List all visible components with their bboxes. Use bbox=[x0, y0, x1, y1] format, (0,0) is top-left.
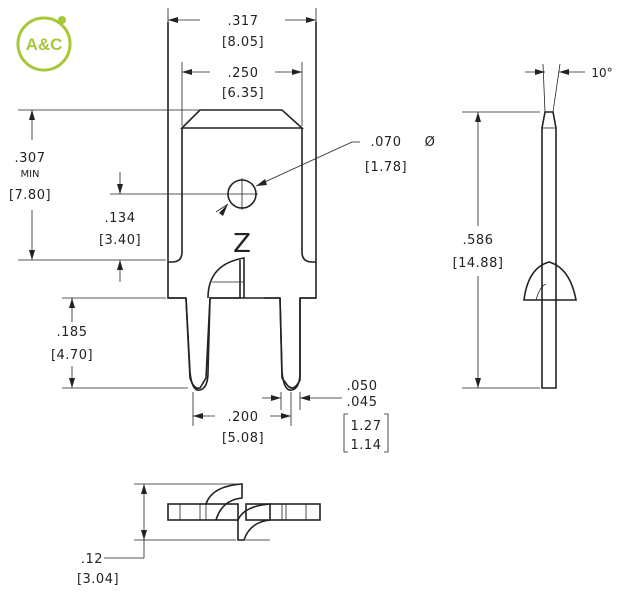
side-dimensions: .586 [14.88] 10° bbox=[453, 63, 613, 389]
leg-spacing-in: .200 bbox=[228, 410, 259, 425]
depth-mm: [3.04] bbox=[77, 572, 119, 587]
overall-width-in: .317 bbox=[228, 14, 259, 29]
tab-length-mm: [7.80] bbox=[9, 188, 51, 203]
angle-label: 10° bbox=[591, 66, 612, 80]
hole-pos-mm: [3.40] bbox=[99, 233, 141, 248]
hole-dia-mm: [1.78] bbox=[365, 160, 407, 175]
height-in: .586 bbox=[463, 233, 494, 248]
tab-length-in: .307 bbox=[15, 151, 46, 166]
tab-width-mm: [6.35] bbox=[222, 86, 264, 101]
leg-length-in: .185 bbox=[57, 325, 88, 340]
height-mm: [14.88] bbox=[453, 256, 504, 271]
front-view-part: Z bbox=[167, 22, 317, 391]
overall-width-mm: [8.05] bbox=[222, 35, 264, 50]
side-view-part bbox=[523, 111, 577, 389]
leg-thick-mm-max: 1.27 bbox=[351, 419, 382, 434]
depth-in: .12 bbox=[81, 552, 103, 567]
logo-text: A&C bbox=[26, 35, 63, 54]
hole-dia-in: .070 bbox=[371, 135, 402, 150]
tab-length-min: MIN bbox=[20, 169, 39, 180]
hole-dia-symbol: Ø bbox=[425, 135, 436, 150]
bottom-dimensions: .12 [3.04] bbox=[77, 483, 240, 587]
ac-logo: A&C bbox=[16, 16, 72, 72]
front-dimensions: .317 [8.05] .250 [6.35] .070 Ø [1.78] .3… bbox=[9, 8, 435, 453]
leg-spacing-mm: [5.08] bbox=[222, 431, 264, 446]
bottom-view-part bbox=[167, 483, 321, 541]
leg-length-mm: [4.70] bbox=[51, 348, 93, 363]
leg-thick-in-min: .045 bbox=[347, 395, 378, 410]
tab-width-in: .250 bbox=[228, 66, 259, 81]
leg-thick-in-max: .050 bbox=[347, 379, 378, 394]
leg-thick-mm-min: 1.14 bbox=[351, 438, 382, 453]
marking-z: Z bbox=[233, 229, 251, 259]
hole-pos-in: .134 bbox=[105, 211, 136, 226]
